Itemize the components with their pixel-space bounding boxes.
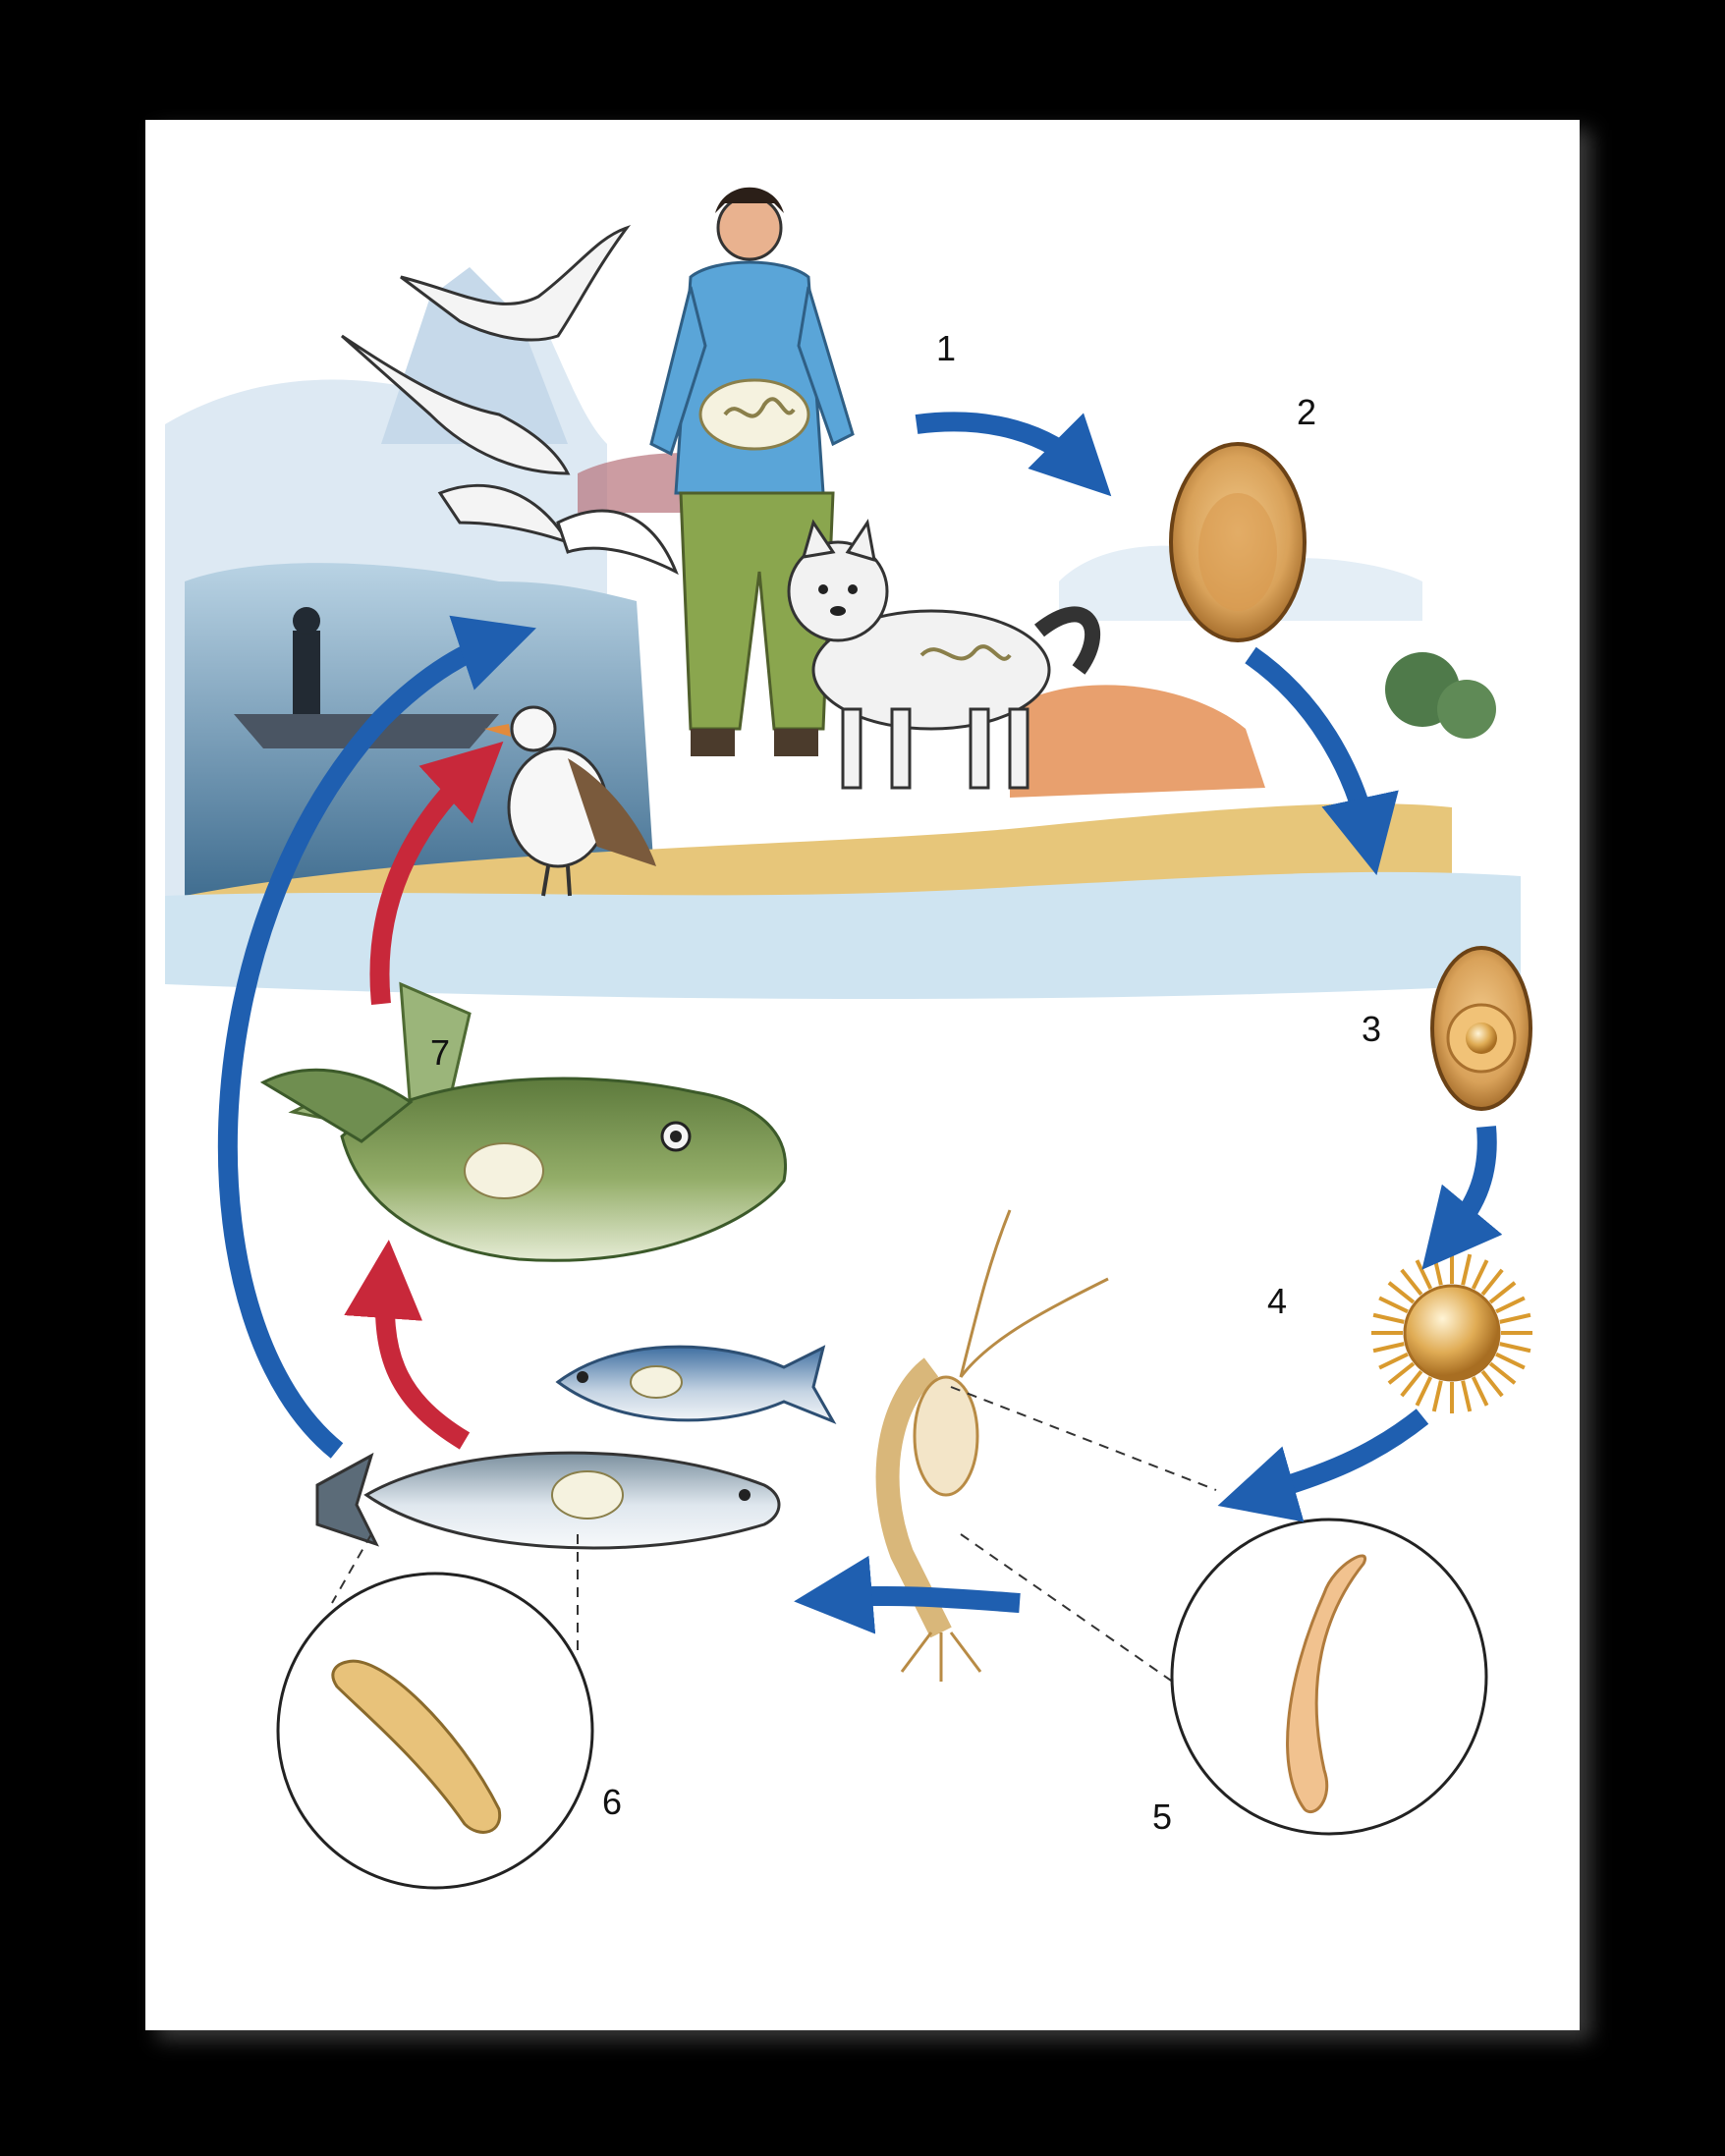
cilia-ray: [1500, 1344, 1530, 1351]
cilia-ray: [1389, 1363, 1414, 1383]
cilia-ray: [1474, 1377, 1487, 1406]
egg-icon: [1432, 948, 1530, 1109]
cilia-ray: [1490, 1363, 1515, 1383]
larva-zoom-circle: [278, 1534, 592, 1888]
cilia-ray: [1482, 1371, 1502, 1396]
stage-label-1: 1: [936, 328, 956, 368]
diagram-canvas: 1 2 3 4 5 6 7: [145, 120, 1580, 2030]
stage-label-5: 5: [1152, 1797, 1172, 1837]
cilia-ray: [1417, 1260, 1430, 1289]
cilia-ray: [1434, 1254, 1441, 1285]
stage-label-2: 2: [1297, 392, 1316, 432]
stage-label-4: 4: [1267, 1281, 1287, 1321]
salmon-icon: [317, 1453, 779, 1548]
cilia-ray: [1482, 1270, 1502, 1295]
egg-icon: [1171, 444, 1305, 640]
cilia-ray: [1373, 1315, 1404, 1322]
stage-label-7: 7: [430, 1032, 450, 1073]
bass-icon: [263, 984, 786, 1260]
cilia-ray: [1379, 1298, 1408, 1311]
cilia-ray: [1463, 1254, 1470, 1285]
stage-label-3: 3: [1362, 1009, 1381, 1049]
cilia-ray: [1402, 1371, 1421, 1396]
tapeworm-in-herring: [631, 1366, 682, 1398]
cilia-ray: [1389, 1283, 1414, 1302]
arrow-1-to-2: [917, 421, 1084, 469]
rocks-orange: [1010, 685, 1265, 798]
arrow-6-to-7: [385, 1279, 465, 1441]
arrow-4-to-5: [1255, 1416, 1422, 1495]
cilia-ray: [1434, 1381, 1441, 1411]
cilia-ray: [1379, 1354, 1408, 1368]
arrow-3-to-4: [1447, 1127, 1487, 1240]
cilia-ray: [1373, 1344, 1404, 1351]
life-cycle-diagram: 1 2 3 4 5 6 7: [145, 120, 1580, 2030]
larva-zoom-circle: [951, 1387, 1486, 1834]
stage-label-6: 6: [602, 1782, 622, 1822]
tapeworm-in-salmon: [552, 1471, 623, 1519]
cilia-ray: [1417, 1377, 1430, 1406]
tapeworm-in-bass: [465, 1143, 543, 1198]
cilia-ray: [1496, 1354, 1525, 1368]
coracidium-icon: [1371, 1252, 1532, 1413]
herring-icon: [558, 1347, 833, 1421]
cilia-ray: [1490, 1283, 1515, 1302]
cilia-ray: [1500, 1315, 1530, 1322]
cilia-ray: [1402, 1270, 1421, 1295]
arrow-5-to-6: [833, 1596, 1020, 1603]
cilia-ray: [1463, 1381, 1470, 1411]
cilia-ray: [1496, 1298, 1525, 1311]
cilia-ray: [1474, 1260, 1487, 1289]
